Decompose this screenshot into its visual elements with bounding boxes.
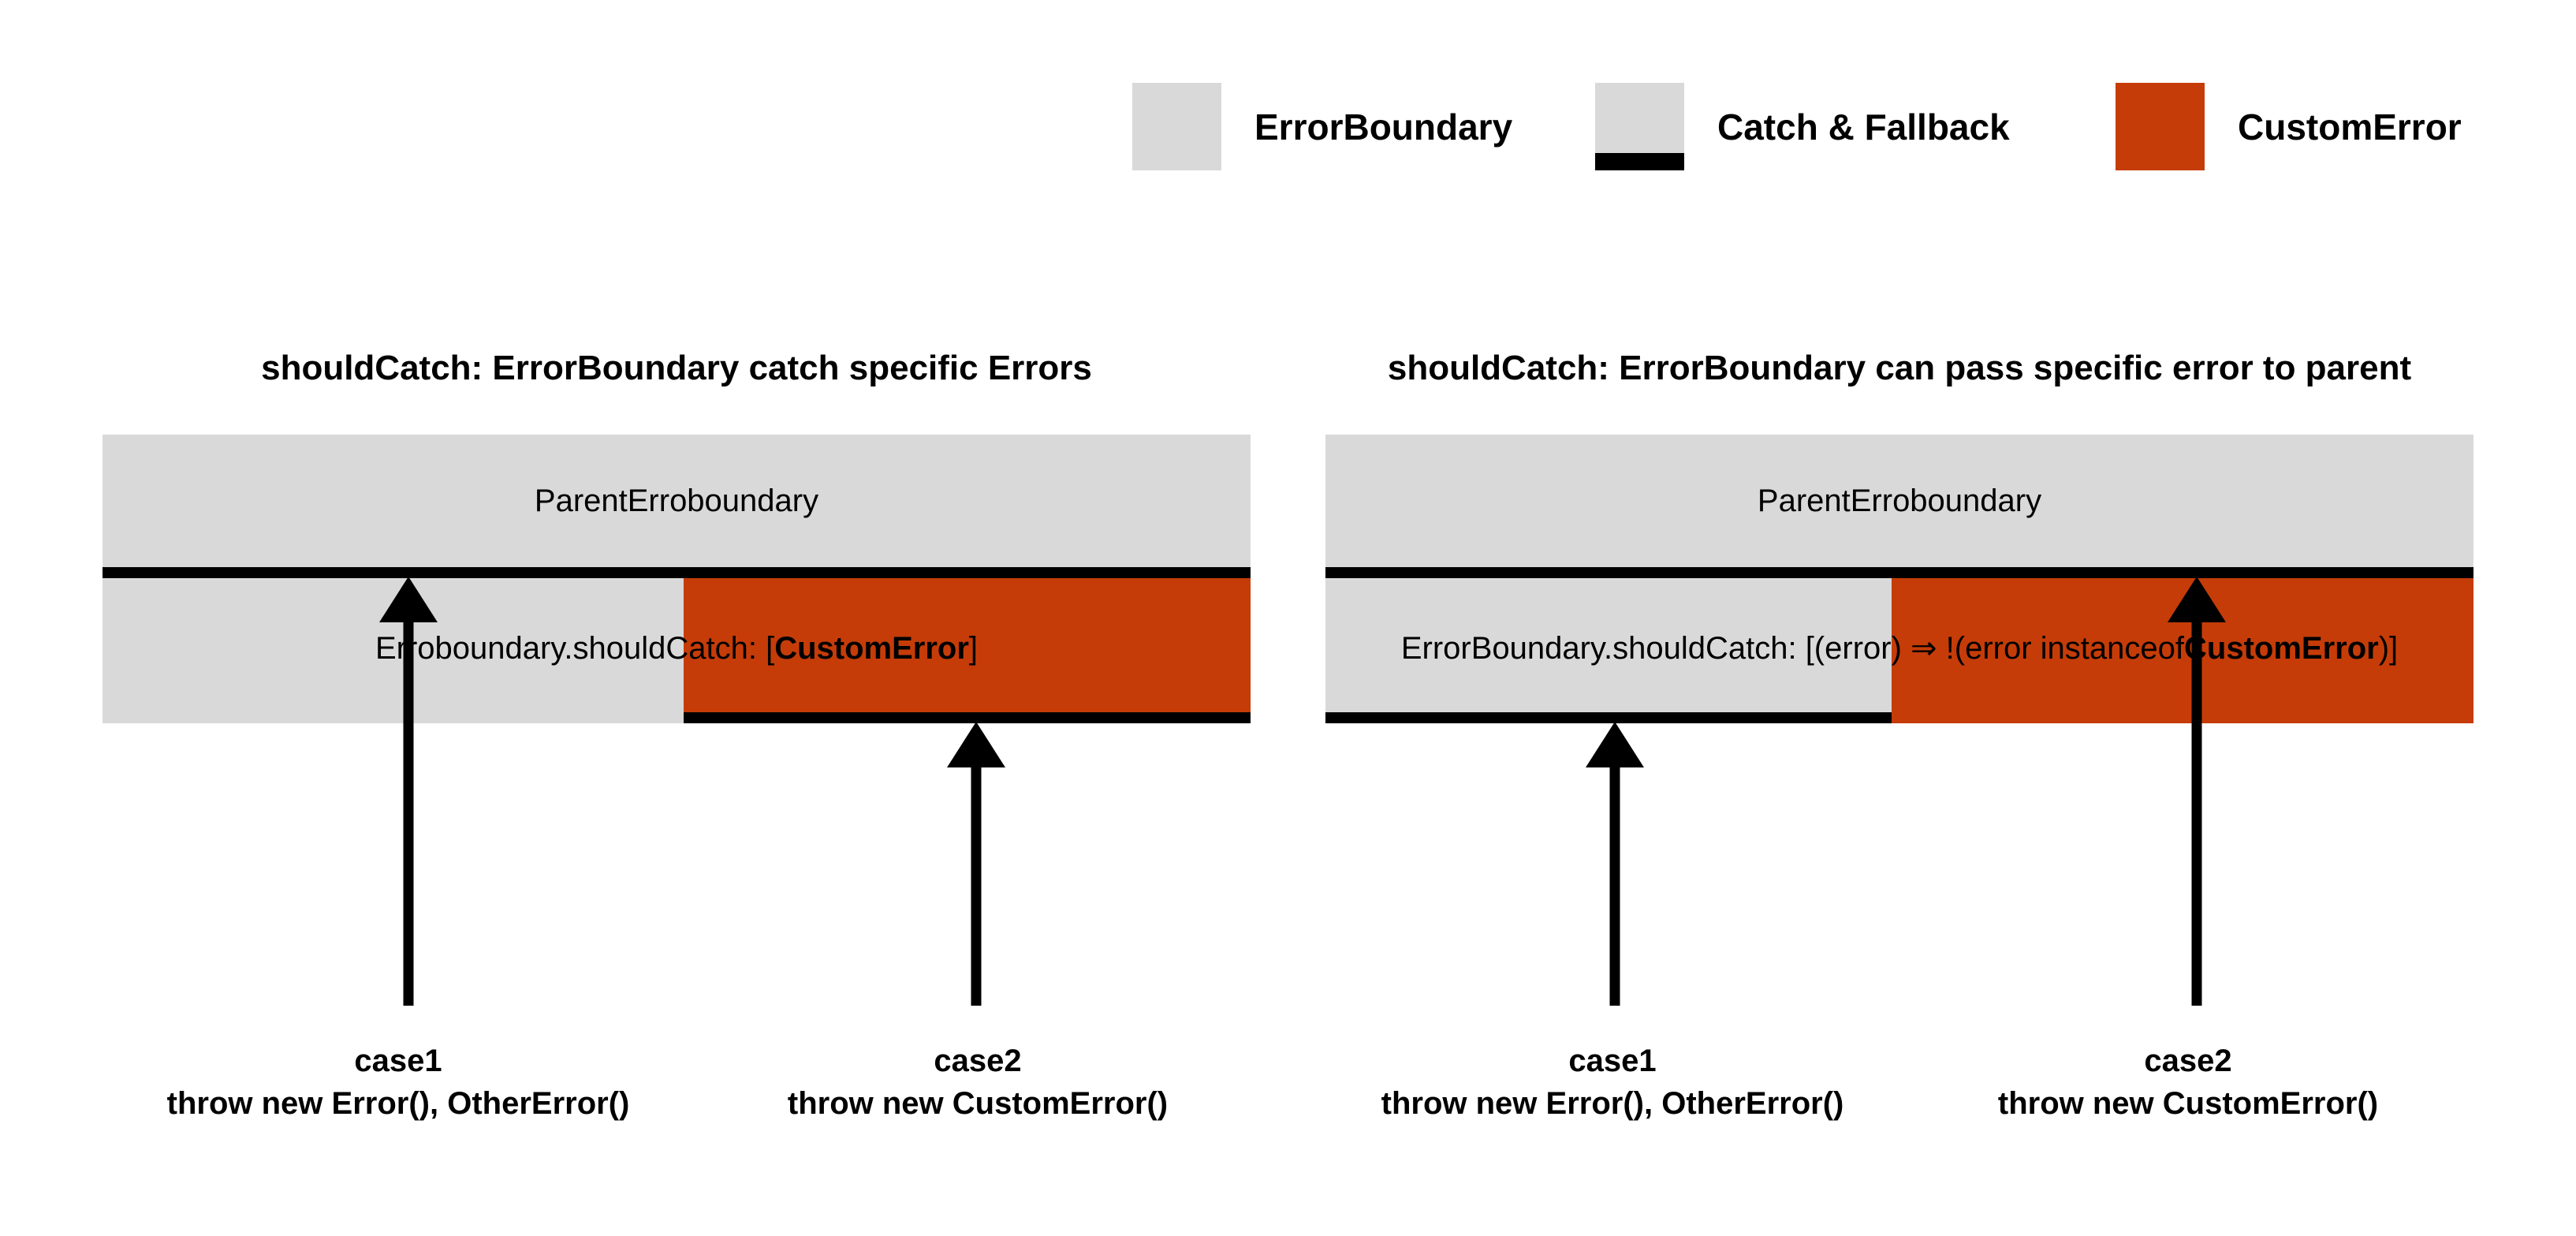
right-diagram-title: shouldCatch: ErrorBoundary can pass spec… — [1387, 349, 2412, 387]
right-case2-label: case2 throw new CustomError() — [1873, 1040, 2503, 1125]
right-parent-errorboundary-bar: ParentErroboundary — [1325, 435, 2473, 567]
left-parent-errorboundary-bar: ParentErroboundary — [103, 435, 1251, 567]
left-case2-label: case2 throw new CustomError() — [662, 1040, 1293, 1125]
errorboundary-swatch-icon — [1132, 83, 1221, 170]
right-child-catch-fallback-strip — [1325, 712, 1892, 723]
right-case1-arrow-stem — [1609, 760, 1620, 1006]
left-case1-arrow-stem — [403, 614, 414, 1006]
left-case2-code: throw new CustomError() — [787, 1086, 1169, 1121]
legend-label-errorboundary: ErrorBoundary — [1254, 106, 1513, 147]
right-case2-code: throw new CustomError() — [1997, 1086, 2379, 1121]
left-child-label-bold: CustomError — [774, 630, 969, 666]
left-case1-label: case1 throw new Error(), OtherError() — [83, 1040, 714, 1125]
left-child-errorboundary-bar: Erroboundary.shouldCatch: [CustomError] — [103, 578, 1251, 723]
right-case1-label: case1 throw new Error(), OtherError() — [1297, 1040, 1928, 1125]
right-child-gray-section — [1325, 578, 1892, 712]
left-diagram-title: shouldCatch: ErrorBoundary catch specifi… — [261, 349, 1092, 387]
left-case2-name: case2 — [934, 1044, 1022, 1078]
left-case2-arrow-stem — [971, 760, 982, 1006]
legend-item-errorboundary: ErrorBoundary — [1132, 83, 1512, 170]
left-child-catch-fallback-strip — [684, 712, 1251, 723]
legend-item-customerror: CustomError — [2116, 83, 2462, 170]
right-case2-arrow-icon — [2168, 577, 2226, 1006]
left-parent-catch-fallback-strip — [103, 567, 1251, 578]
right-case2-name: case2 — [2144, 1044, 2232, 1078]
left-case1-code: throw new Error(), OtherError() — [166, 1086, 630, 1121]
left-child-label-suffix: ] — [968, 630, 979, 666]
legend-label-customerror: CustomError — [2238, 106, 2462, 147]
legend-label-catch-fallback: Catch & Fallback — [1717, 106, 2010, 147]
right-child-label-suffix: )] — [2378, 630, 2399, 666]
right-case2-arrow-stem — [2191, 614, 2202, 1006]
right-parent-bar-label: ParentErroboundary — [1757, 483, 2042, 518]
right-parent-catch-fallback-strip — [1325, 567, 2473, 578]
right-case1-arrow-icon — [1586, 722, 1644, 1006]
customerror-swatch-icon — [2116, 83, 2205, 170]
right-child-label-prefix: ErrorBoundary.shouldCatch: [(error) ⇒ !(… — [1400, 631, 2184, 666]
right-child-bar-label: ErrorBoundary.shouldCatch: [(error) ⇒ !(… — [1325, 578, 2473, 719]
left-parent-bar-label: ParentErroboundary — [534, 483, 819, 518]
right-child-errorboundary-bar: ErrorBoundary.shouldCatch: [(error) ⇒ !(… — [1325, 578, 2473, 723]
right-child-label-bold: CustomError — [2184, 630, 2379, 666]
left-case2-arrow-icon — [947, 722, 1005, 1006]
catch-fallback-swatch-icon — [1595, 83, 1684, 170]
left-case1-name: case1 — [354, 1044, 442, 1078]
left-case1-arrow-icon — [379, 577, 438, 1006]
left-child-bar-label: Erroboundary.shouldCatch: [CustomError] — [103, 578, 1251, 719]
legend-item-catch-fallback: Catch & Fallback — [1595, 83, 2010, 170]
right-case1-name: case1 — [1568, 1044, 1657, 1078]
left-child-label-prefix: Erroboundary.shouldCatch: [ — [375, 630, 775, 666]
right-case1-code: throw new Error(), OtherError() — [1381, 1086, 1844, 1121]
left-child-customerror-section — [684, 578, 1251, 712]
